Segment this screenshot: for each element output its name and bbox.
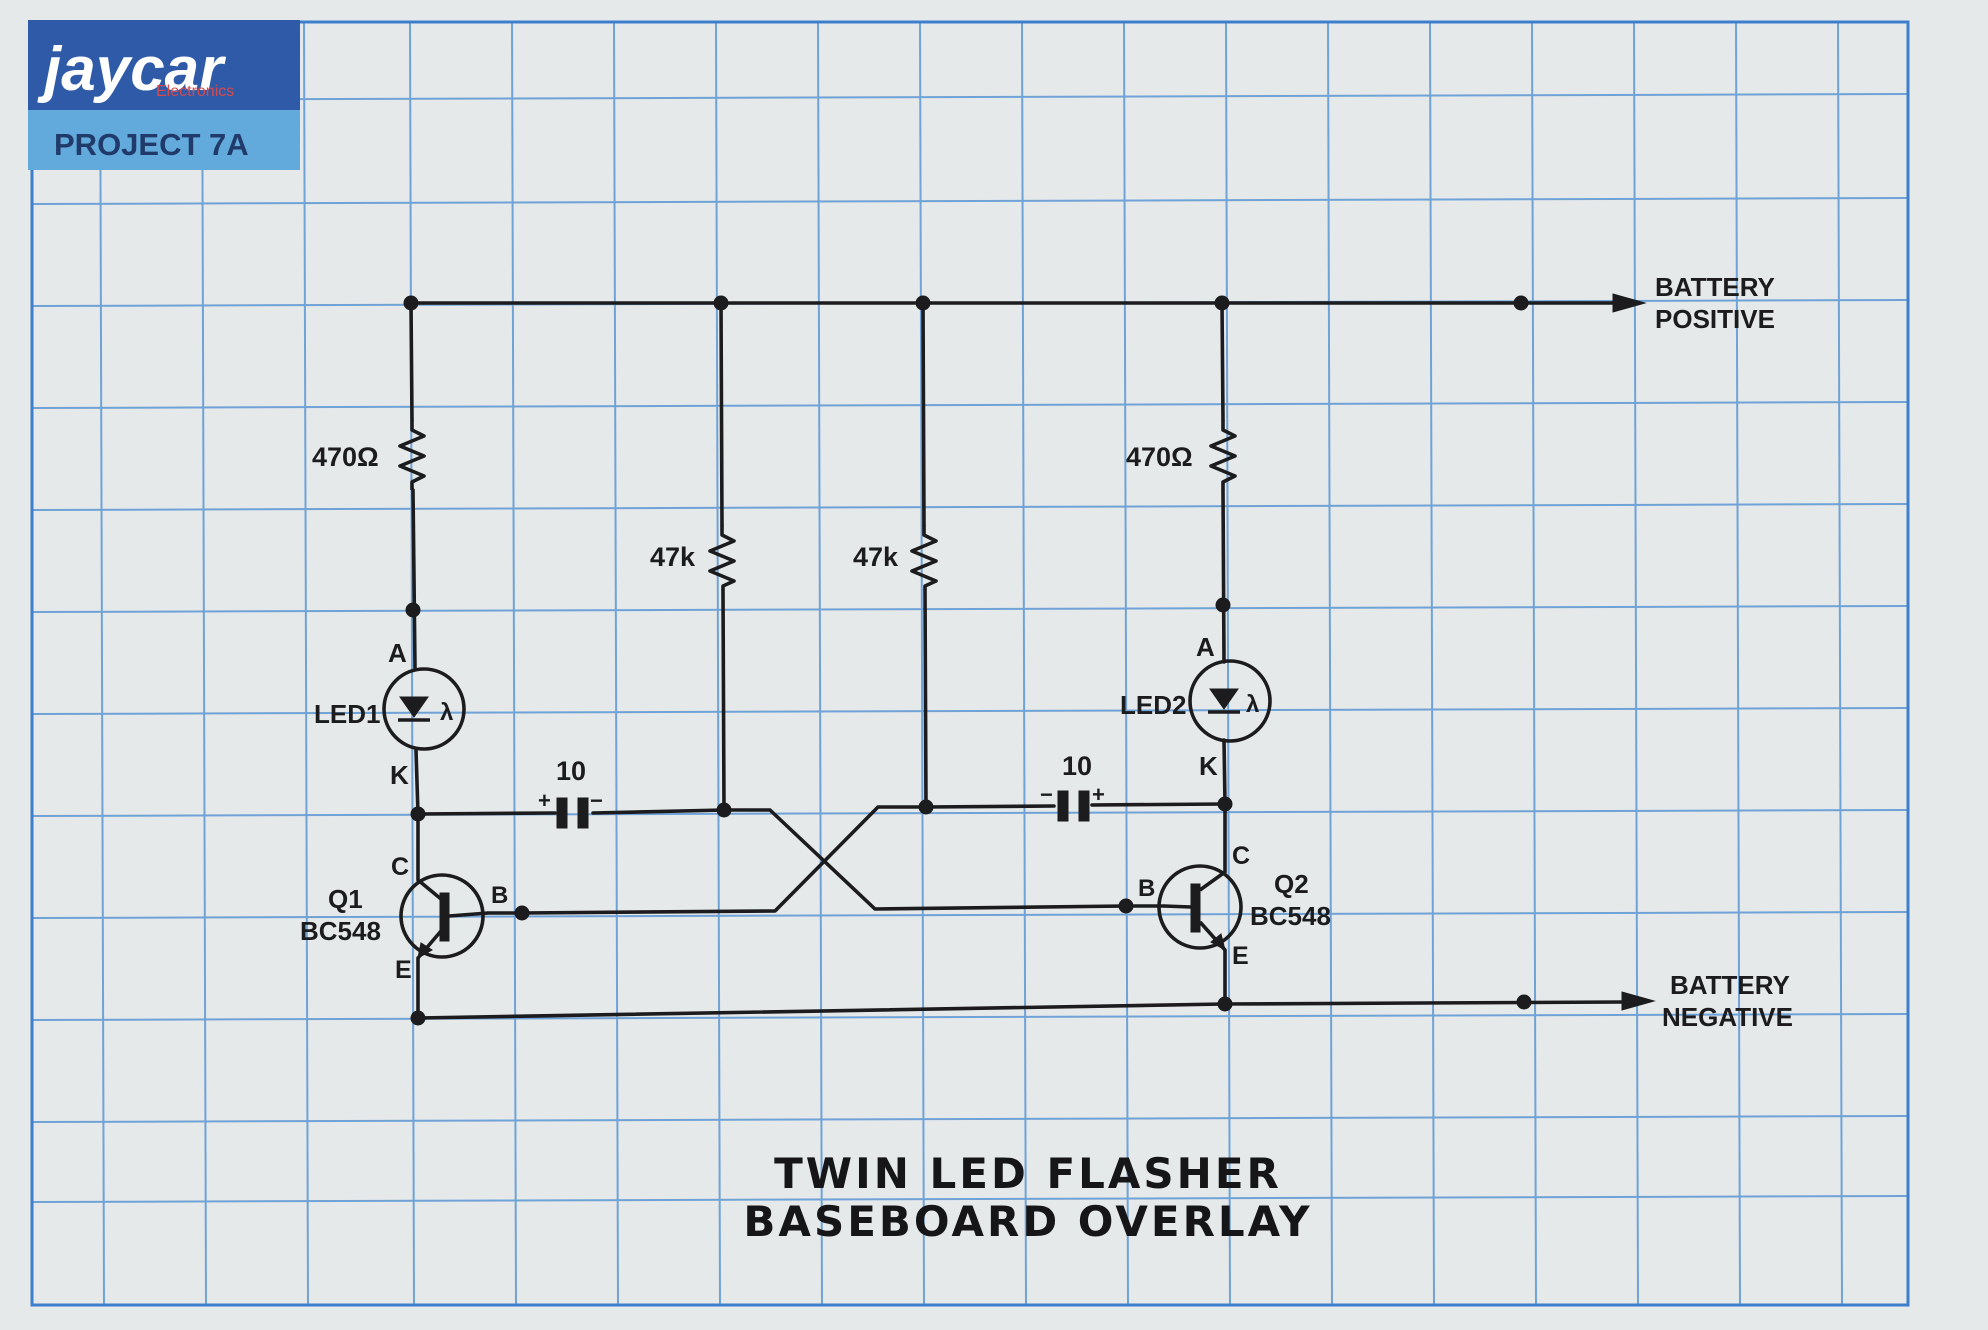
led1-cathode-label: K xyxy=(390,760,409,790)
led1-label: LED1 xyxy=(314,699,380,729)
led2-symbol xyxy=(1188,659,1272,743)
led1-anode-label: A xyxy=(388,638,407,668)
grid-line xyxy=(1531,21,1537,1306)
grid-line xyxy=(1735,21,1741,1306)
transistor-q2 xyxy=(1157,864,1243,952)
project-label: PROJECT 7A xyxy=(54,127,249,162)
q2-collector-label: C xyxy=(1232,842,1250,870)
left-47k-wires xyxy=(719,301,726,812)
c2-negative-mark: − xyxy=(1040,782,1053,807)
c1-negative-mark: − xyxy=(590,788,603,813)
cross-coupling-wires xyxy=(486,805,1166,915)
logo-subtext: Electronics xyxy=(156,83,234,100)
grid-line xyxy=(31,1195,1909,1203)
grid-line xyxy=(715,21,721,1306)
grid-line xyxy=(201,21,207,1306)
grid-line xyxy=(409,21,415,1306)
rail-positive-label-1: BATTERY xyxy=(1655,272,1775,302)
r3-label: 47k xyxy=(650,542,696,572)
grid-line xyxy=(817,21,823,1306)
led2-label: LED2 xyxy=(1120,690,1186,720)
rail-negative-label-1: BATTERY xyxy=(1670,970,1790,1000)
q2-part-label: BC548 xyxy=(1250,901,1331,931)
grid-line xyxy=(31,1013,1909,1021)
title-line-2: BASEBOARD OVERLAY xyxy=(743,1197,1312,1246)
grid-lines xyxy=(31,21,1909,1306)
grid-line xyxy=(1327,21,1333,1306)
grid-line xyxy=(1837,21,1843,1306)
led1-light-symbol: λ xyxy=(440,699,453,726)
r1-label: 470Ω xyxy=(312,442,379,472)
q1-collector-label: C xyxy=(391,853,409,881)
grid-line xyxy=(919,21,925,1306)
grid-line xyxy=(31,809,1909,817)
grid-line xyxy=(31,911,1909,919)
junction-dots xyxy=(403,295,1532,1026)
resistor-r2 xyxy=(1209,420,1237,490)
negative-rail xyxy=(416,991,1656,1020)
grid-line xyxy=(31,707,1909,715)
grid-line xyxy=(31,93,1909,101)
led2-cathode-label: K xyxy=(1199,751,1218,781)
q2-base-label: B xyxy=(1138,875,1155,902)
resistor-r4 xyxy=(910,525,938,590)
grid-line xyxy=(31,605,1909,613)
c1-label: 10 xyxy=(556,756,586,786)
jaycar-logo: jaycar Electronics PROJECT 7A xyxy=(28,20,300,170)
transistor-q1 xyxy=(399,873,489,960)
left-branch-wires xyxy=(409,301,726,1020)
grid-line xyxy=(1021,21,1027,1306)
r2-label: 470Ω xyxy=(1126,442,1193,472)
resistor-r3 xyxy=(708,525,736,590)
positive-rail xyxy=(409,293,1647,313)
grid-line xyxy=(1429,21,1435,1306)
grid-line xyxy=(1225,21,1231,1306)
capacitor-c1 xyxy=(556,797,589,829)
c2-positive-mark: + xyxy=(1092,782,1105,807)
q1-name-label: Q1 xyxy=(328,884,363,914)
r4-label: 47k xyxy=(853,542,899,572)
c1-positive-mark: + xyxy=(538,788,551,813)
rail-positive-label-2: POSITIVE xyxy=(1655,304,1775,334)
grid-line xyxy=(511,21,517,1306)
grid-line xyxy=(31,503,1909,511)
led1-symbol xyxy=(382,667,466,751)
grid-line xyxy=(31,401,1909,409)
q1-part-label: BC548 xyxy=(300,916,381,946)
title-line-1: TWIN LED FLASHER xyxy=(774,1149,1282,1198)
sheet-border xyxy=(30,20,1910,1307)
led2-anode-label: A xyxy=(1196,632,1215,662)
capacitor-c2 xyxy=(1057,790,1090,822)
right-branch-wires xyxy=(924,301,1227,1006)
grid-line xyxy=(613,21,619,1306)
logo-text: jaycar xyxy=(37,35,226,104)
grid-line xyxy=(303,21,309,1306)
led2-light-symbol: λ xyxy=(1246,691,1259,718)
rail-negative-label-2: NEGATIVE xyxy=(1662,1002,1793,1032)
right-47k-wires xyxy=(921,301,928,809)
q2-emitter-label: E xyxy=(1232,942,1249,970)
grid-line xyxy=(99,21,105,1306)
q1-base-label: B xyxy=(491,882,508,909)
grid-line xyxy=(1633,21,1639,1306)
grid-line xyxy=(31,197,1909,205)
grid-line xyxy=(31,1115,1909,1123)
resistor-r1 xyxy=(398,420,426,490)
c2-label: 10 xyxy=(1062,751,1092,781)
q2-name-label: Q2 xyxy=(1274,869,1309,899)
q1-emitter-label: E xyxy=(395,956,412,984)
grid-line xyxy=(1123,21,1129,1306)
